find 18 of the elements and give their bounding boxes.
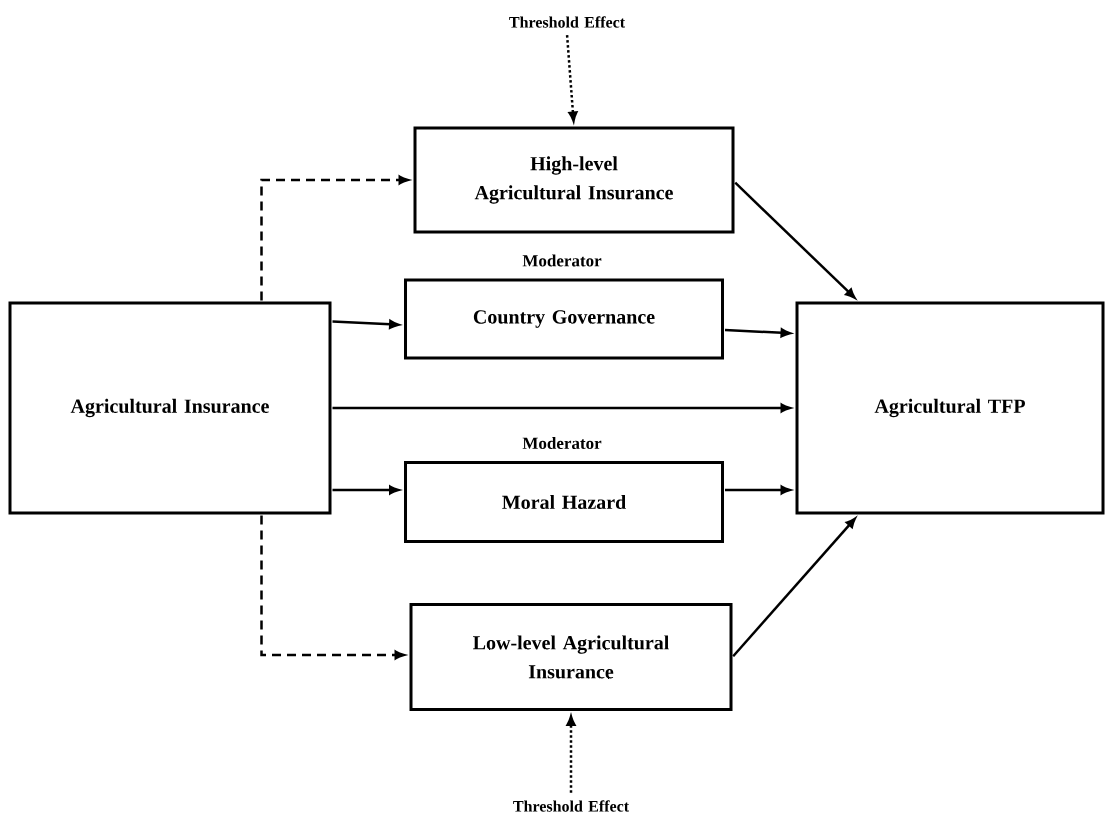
process-box: Agricultural Insurance bbox=[8, 301, 332, 515]
arrow bbox=[332, 485, 400, 495]
process-box: Agricultural TFP bbox=[795, 301, 1105, 515]
process-box: Country Governance bbox=[404, 278, 724, 360]
arrow bbox=[332, 403, 791, 413]
arrow bbox=[734, 181, 856, 299]
arrow bbox=[260, 515, 405, 660]
threshold-label: Threshold Effect bbox=[509, 16, 625, 28]
process-box: High-level Agricultural Insurance bbox=[413, 126, 735, 234]
arrow bbox=[725, 485, 791, 495]
process-box: Low-level Agricultural Insurance bbox=[409, 603, 733, 711]
threshold-label: Threshold Effect bbox=[513, 800, 629, 812]
arrow bbox=[732, 517, 856, 658]
moderator-label: Moderator bbox=[522, 437, 602, 449]
moderator-label: Moderator bbox=[522, 254, 602, 267]
arrow bbox=[332, 319, 400, 329]
arrow bbox=[566, 715, 576, 793]
process-box: Moral Hazard bbox=[404, 461, 724, 543]
